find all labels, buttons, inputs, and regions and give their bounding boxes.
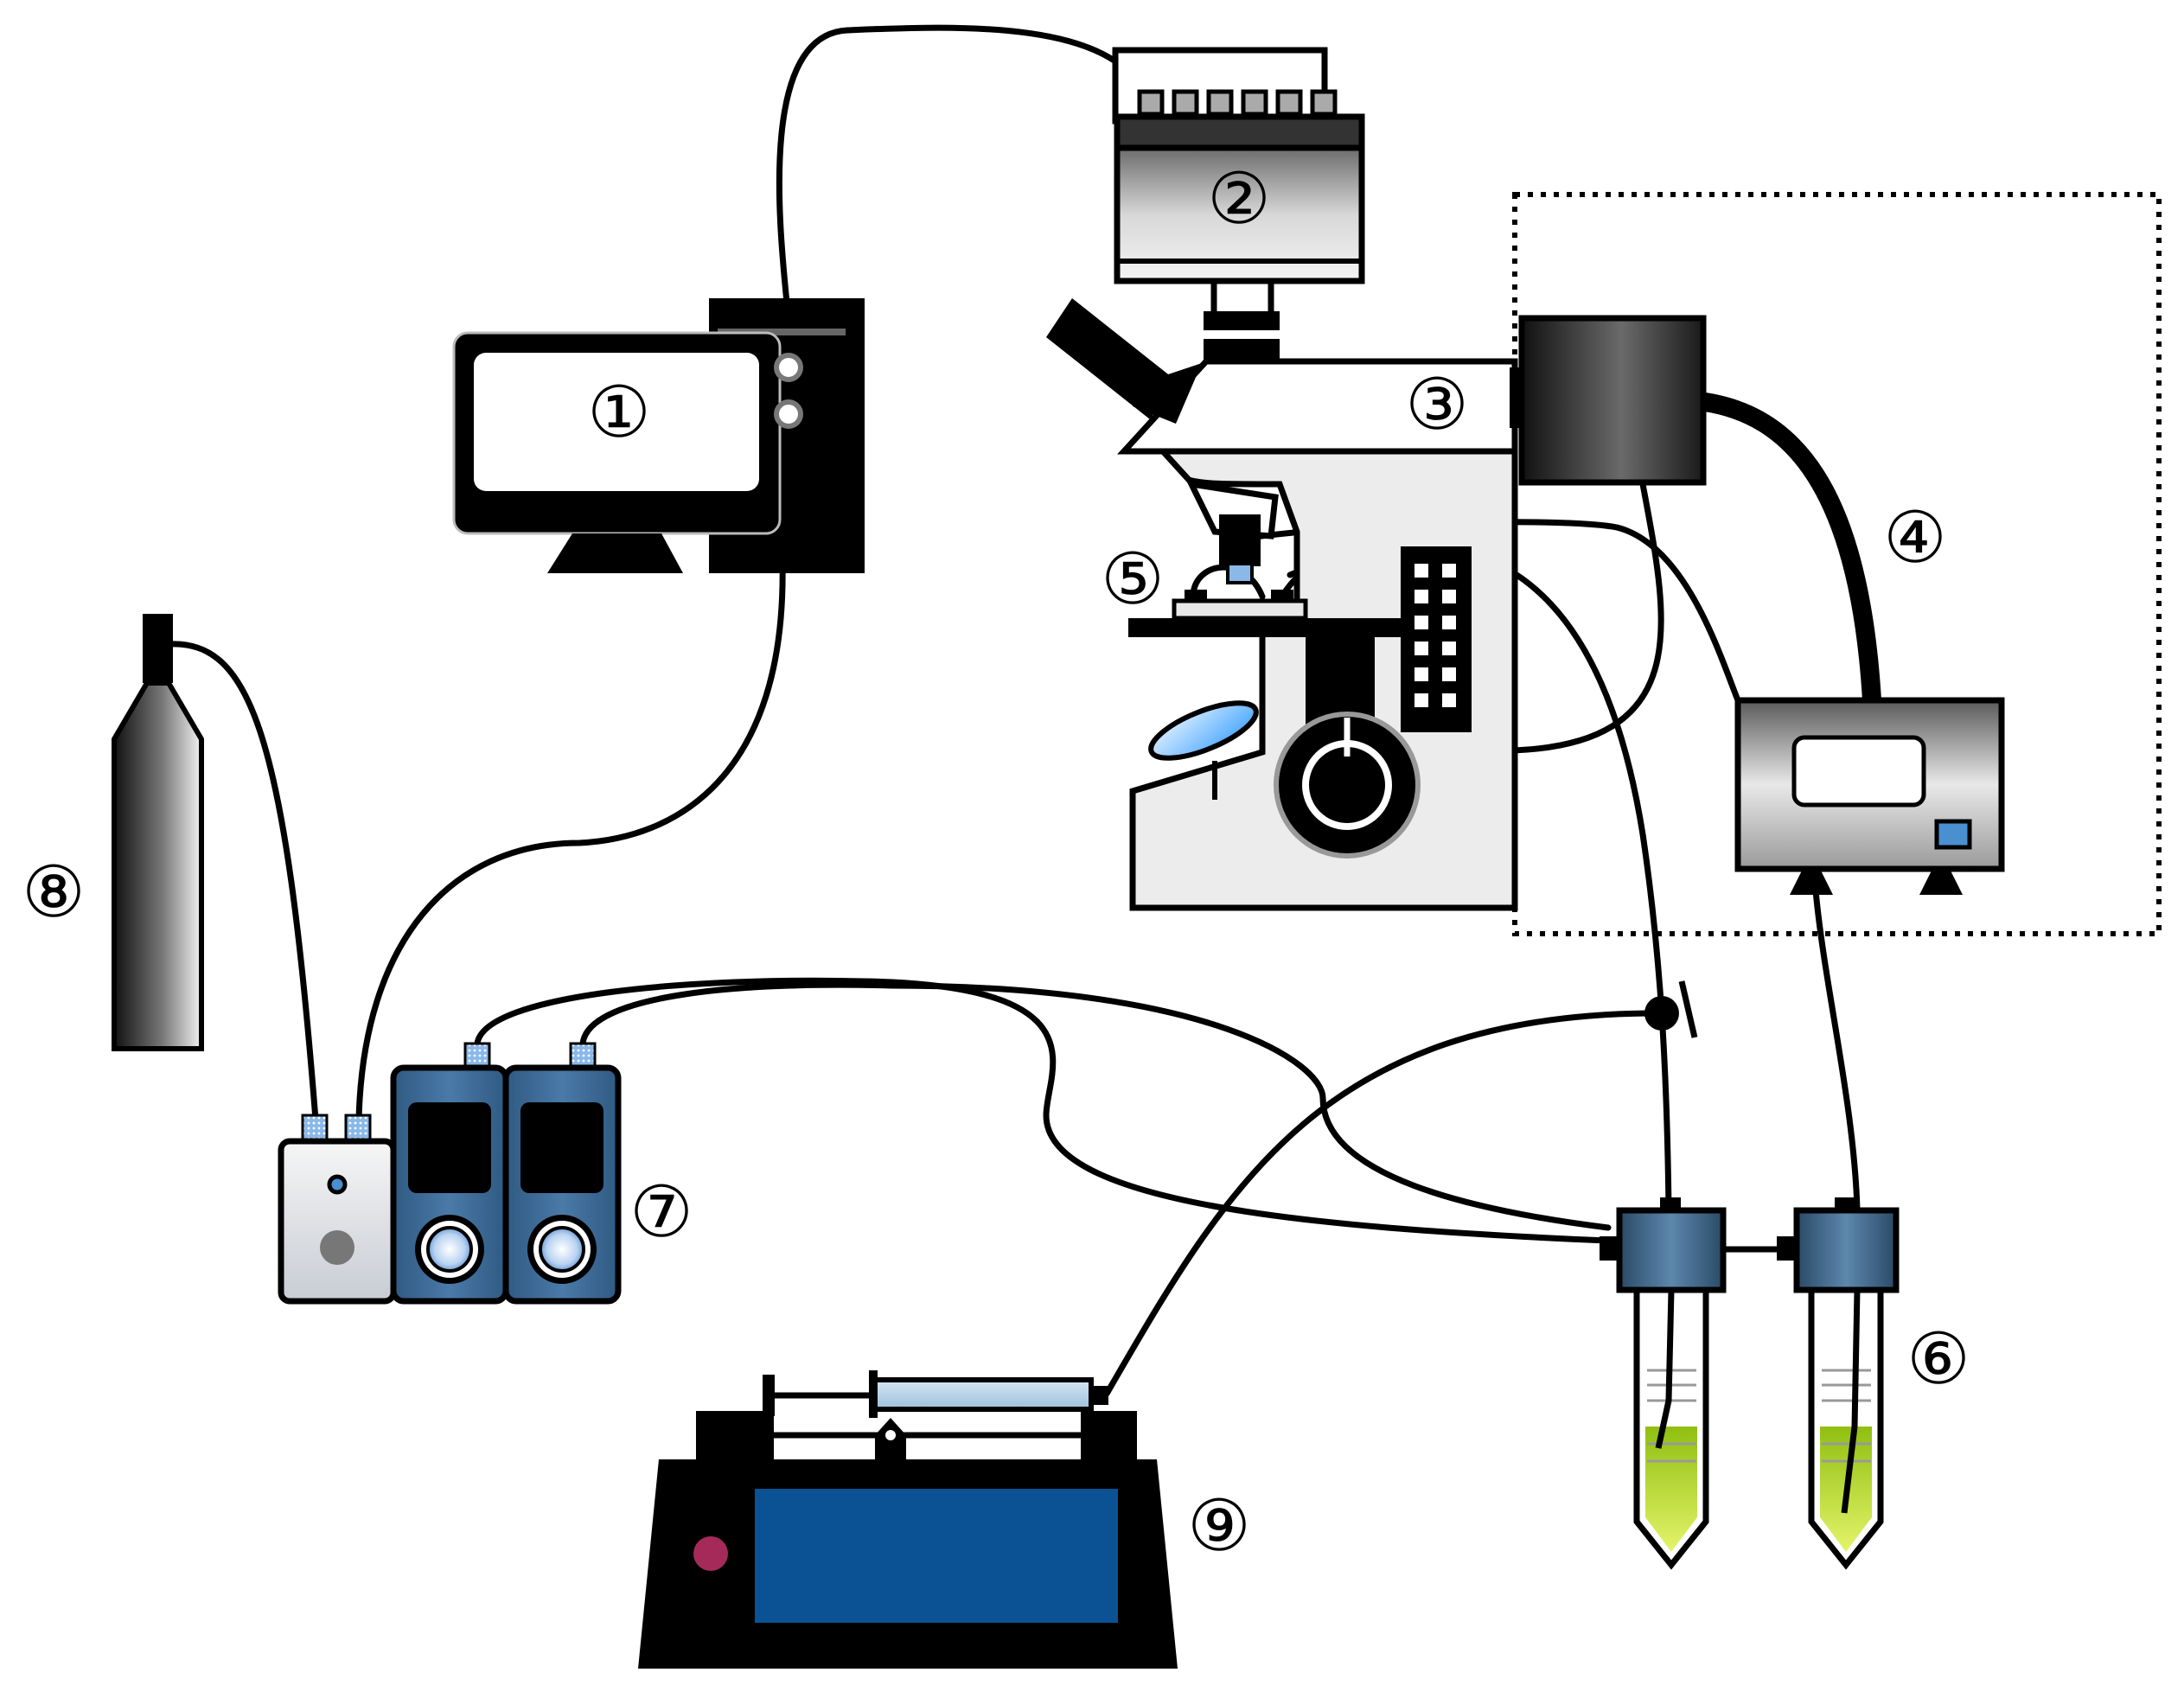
syringe-to-valve-tubing: [1103, 1010, 1655, 1397]
syringe-pump-left-block: [696, 1411, 774, 1463]
label-syringe-pump: ⑨: [1187, 1485, 1251, 1567]
syringe-pump-button: [693, 1536, 728, 1571]
label-computer: ①: [587, 372, 651, 454]
controller-port-gas: [301, 1114, 329, 1143]
camera-to-computer-cable: [776, 24, 1151, 306]
objective-lens: [1219, 514, 1261, 566]
flow-cell-slide: [1172, 598, 1308, 621]
reservoir-2: [1777, 1197, 1900, 1570]
flow-pump-b: [502, 1042, 622, 1305]
camera-top-band: [1114, 113, 1365, 151]
syringe-barrel: [872, 1377, 1094, 1412]
cylinder-to-controller-gas-line: [165, 641, 319, 1123]
pump-a-outlet-tubing: [474, 977, 1612, 1244]
eyepiece: [1046, 298, 1176, 419]
label-reservoirs: ⑥: [1906, 1318, 1970, 1401]
psu-foot-left: [1790, 869, 1833, 895]
label-flow-cell: ⑤: [1101, 539, 1165, 621]
eyepiece-tube: [1133, 363, 1202, 424]
syringe-pump: ⑨: [638, 1370, 1251, 1669]
reservoir-1: [1600, 1197, 1727, 1570]
monitor-stand: [547, 533, 683, 573]
label-pressure-controller: ⑦: [629, 1171, 693, 1254]
flow-pump-a: [390, 1042, 509, 1305]
three-way-valve: [1644, 980, 1698, 1038]
psu-indicator: [1934, 819, 1972, 850]
controller-box: [278, 1138, 397, 1305]
pump-b-dial-inner: [539, 1226, 585, 1273]
power-supply-unit: [1734, 697, 2005, 872]
cylinder-valve: [143, 614, 173, 683]
microscope: ③: [1046, 298, 1518, 911]
controller-knob: [320, 1230, 354, 1265]
pump-b-outlet-tubing: [579, 981, 1612, 1231]
syringe-flange: [869, 1370, 878, 1418]
pump-a-screen: [408, 1102, 491, 1193]
monitor-screen: [474, 353, 759, 491]
pump-b-port: [569, 1042, 597, 1069]
psu-foot-right: [1919, 869, 1963, 895]
reservoir-1-dip-tube: [1655, 1289, 1675, 1449]
light-enclosure-boundary: [1512, 192, 2162, 936]
camera-mount: [1210, 278, 1274, 319]
syringe-pump-screen: [755, 1489, 1118, 1623]
objective-tip: [1226, 562, 1254, 584]
label-light-source: ④: [1883, 497, 1947, 579]
psu-to-reservoir-cable: [1812, 887, 1861, 1214]
cylinder-body: [112, 680, 204, 1051]
camera: ②: [1112, 47, 1365, 363]
tower-drive-slot: [718, 329, 846, 335]
flowcell-tubing-3: [1190, 564, 1266, 600]
label-gas-cylinder: ⑧: [22, 852, 86, 934]
pump-b-screen: [520, 1102, 603, 1193]
reservoir-2-dip-tube: [1841, 1289, 1861, 1514]
label-camera: ②: [1207, 158, 1271, 240]
light-source: ④: [1510, 315, 2005, 895]
lamp-housing: [1518, 315, 1707, 486]
reservoir-2-cap: [1793, 1207, 1900, 1293]
reservoir-1-liquid: [1645, 1427, 1697, 1552]
label-microscope: ③: [1405, 364, 1469, 446]
mirror: [1148, 700, 1259, 761]
lamp-to-psu-cable: [1695, 393, 1881, 710]
gas-cylinder: ⑧: [22, 614, 204, 1051]
pump-a-dial-inner: [426, 1226, 473, 1273]
flow-cell: ⑤: [1101, 539, 1308, 621]
psu-display: [1791, 735, 1926, 808]
controller-port-computer: [344, 1114, 372, 1143]
reservoir-1-cap: [1616, 1207, 1727, 1293]
lamp-to-microscope-cable: [1510, 481, 1664, 754]
computer: ①: [452, 298, 865, 573]
control-panel-grid: [1401, 546, 1472, 732]
syringe-tip: [1091, 1386, 1108, 1405]
plunger-end: [763, 1375, 775, 1416]
syringe-pump-right-block: [1081, 1411, 1137, 1463]
pressure-controller: [278, 1114, 397, 1305]
pump-a-port: [463, 1042, 491, 1069]
tower-button-1: [774, 353, 803, 382]
tower-button-2: [774, 399, 803, 429]
controller-led: [327, 1174, 348, 1195]
computer-to-controller-cable: [355, 559, 786, 1123]
